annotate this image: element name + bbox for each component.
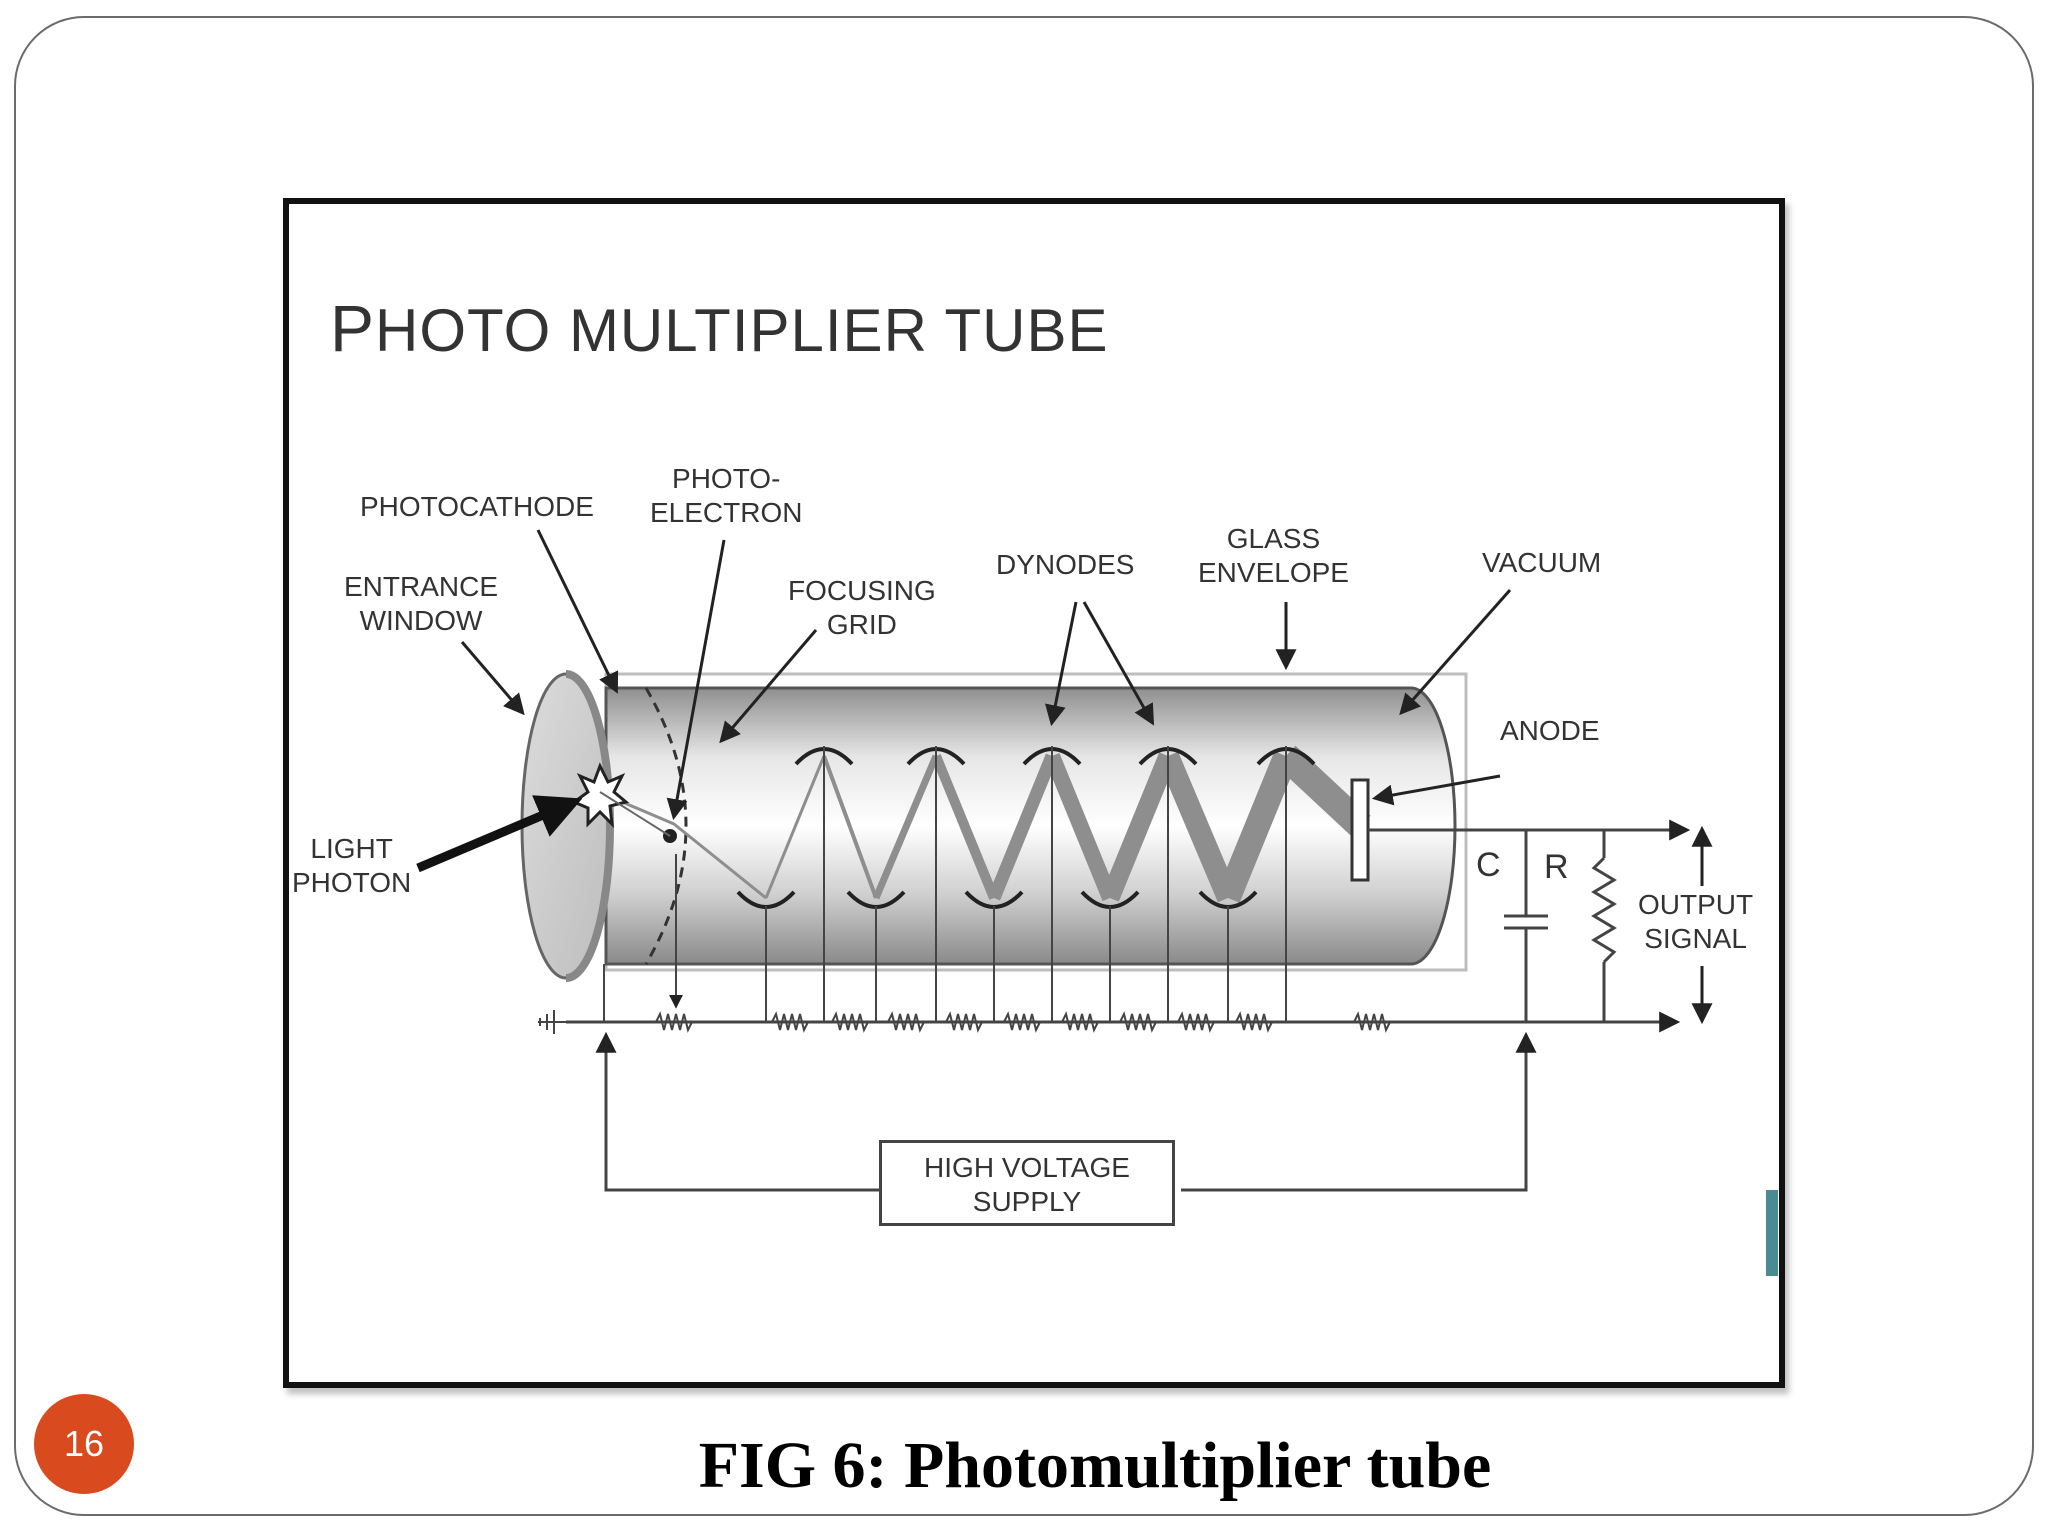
- slide-accent-tab: [1766, 1190, 1778, 1276]
- hv-label-line2: SUPPLY: [972, 1186, 1082, 1217]
- figure-caption: FIG 6: Photomultiplier tube: [698, 1429, 1492, 1502]
- photon-flash: [570, 762, 630, 829]
- divider-resistors: [655, 1011, 1391, 1033]
- page-number: 16: [63, 1423, 105, 1464]
- tube-body: [604, 686, 1457, 966]
- ground-symbol: [538, 1010, 566, 1034]
- dynode-leads: [603, 746, 1287, 1022]
- hv-label-line1: HIGH VOLTAGE: [924, 1152, 1130, 1183]
- label-capacitor: C: [1476, 846, 1501, 884]
- photomultiplier-diagram: [416, 529, 1713, 1192]
- diagram-title: PHOTO MULTIPLIER TUBE: [330, 291, 1109, 365]
- focusing-grid: [644, 687, 688, 965]
- light-photon-arrow: [416, 795, 583, 873]
- hv-wiring: [604, 1036, 1528, 1192]
- label-photocathode: PHOTOCATHODE: [360, 491, 594, 522]
- label-anode: ANODE: [1500, 715, 1600, 746]
- label-resistor: R: [1544, 848, 1569, 886]
- page-number-badge: 16: [34, 1394, 134, 1494]
- label-photoelectron: PHOTO-ELECTRON: [650, 463, 803, 528]
- load-resistor: [1591, 830, 1617, 1022]
- anode: [1350, 778, 1370, 882]
- label-vacuum: VACUUM: [1482, 547, 1602, 578]
- capacitor: [1504, 830, 1548, 1022]
- label-dynodes: DYNODES: [996, 549, 1135, 580]
- label-arrows: [460, 529, 1512, 821]
